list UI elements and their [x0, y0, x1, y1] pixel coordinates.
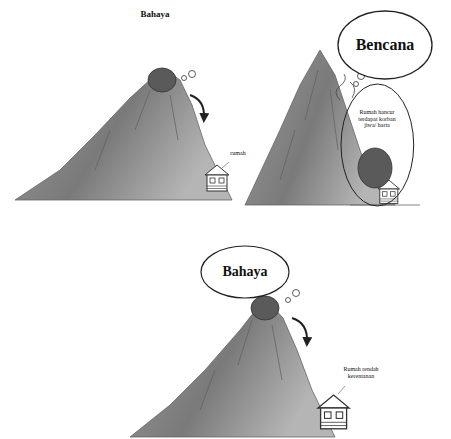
hazard-scene	[15, 68, 232, 200]
house-label: Rumah rendah kerentanan	[335, 366, 387, 379]
disaster-bubble: Bencana	[337, 10, 433, 80]
hazard-scene-low-vulnerability	[130, 290, 349, 438]
bubble-text: Bencana	[356, 36, 415, 54]
bubble-outline	[340, 83, 415, 207]
bubble-text: Bahaya	[222, 264, 267, 279]
note-text: Rumah hancur terdapat korban jiwa/ harta	[354, 109, 400, 129]
scene-title: Bahaya	[130, 10, 180, 20]
disaster-zone: Rumah hancur terdapat korban jiwa/ harta	[340, 83, 415, 207]
house-label: rumah	[226, 150, 250, 157]
hazard-bubble: Bahaya	[200, 245, 290, 299]
